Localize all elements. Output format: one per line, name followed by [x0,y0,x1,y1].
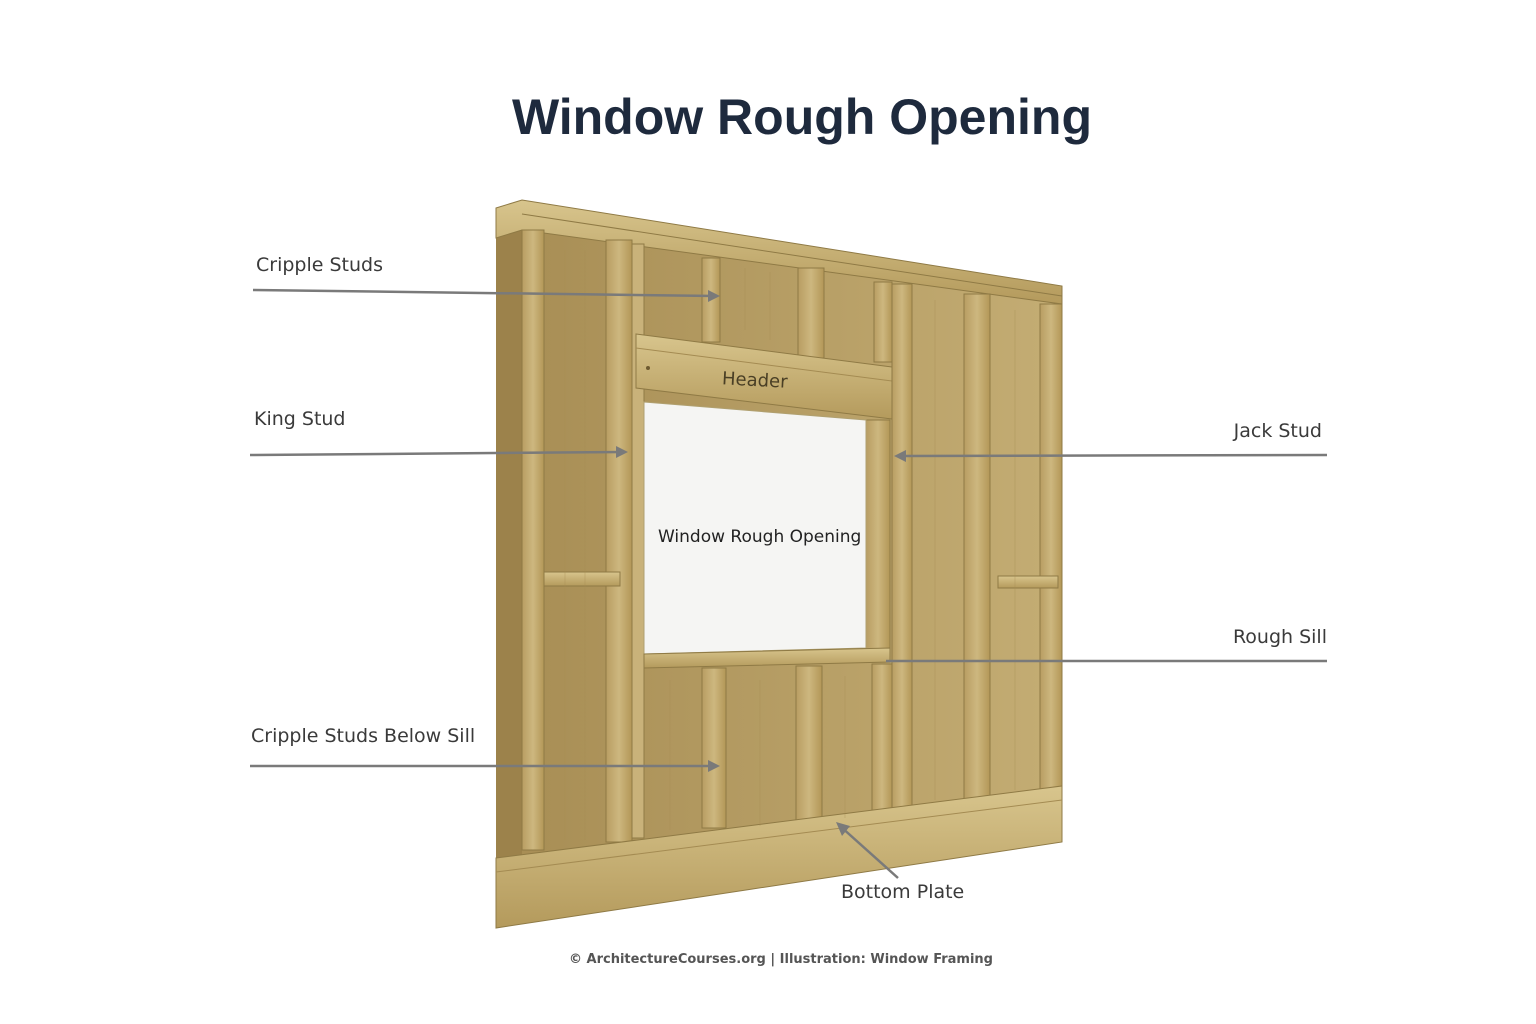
common-stud-right [963,293,991,803]
leader-bottom-plate [839,825,899,879]
king-stud-left [631,243,645,839]
cripple-stud-bottom-1 [701,667,727,829]
copyright-footer: © ArchitectureCourses.org | Illustration… [568,952,993,967]
blocking-left [543,571,621,587]
king-stud-right [891,283,913,811]
label-king-stud: King Stud [254,408,346,430]
label-header: Header [721,368,789,393]
cripple-stud-bottom-3 [871,663,893,813]
cripple-stud-bottom-2 [795,665,823,825]
wall-side-edge [496,200,522,928]
end-stud-right [1039,303,1063,793]
rough-opening [643,401,867,655]
blocking-right [997,575,1059,589]
label-bottom-plate: Bottom Plate [841,881,965,903]
leader-king-stud [249,450,625,457]
bottom-plate-beam [495,785,1063,929]
page-title: Window Rough Opening [512,89,1092,145]
leader-cripple-studs [252,288,717,298]
jack-stud-right [865,419,891,657]
cripple-stud-top-3 [873,281,893,363]
label-window-rough-opening: Window Rough Opening [658,527,862,547]
cripple-stud-top-2 [797,267,825,359]
label-jack-stud: Jack Stud [1233,420,1322,442]
label-rough-sill: Rough Sill [1232,626,1327,648]
leader-jack-stud [897,453,1328,458]
end-stud-left [521,229,545,851]
label-cripple-studs: Cripple Studs [256,254,383,276]
label-cripple-studs-below-sill: Cripple Studs Below Sill [251,725,476,747]
common-stud-left [605,239,633,843]
